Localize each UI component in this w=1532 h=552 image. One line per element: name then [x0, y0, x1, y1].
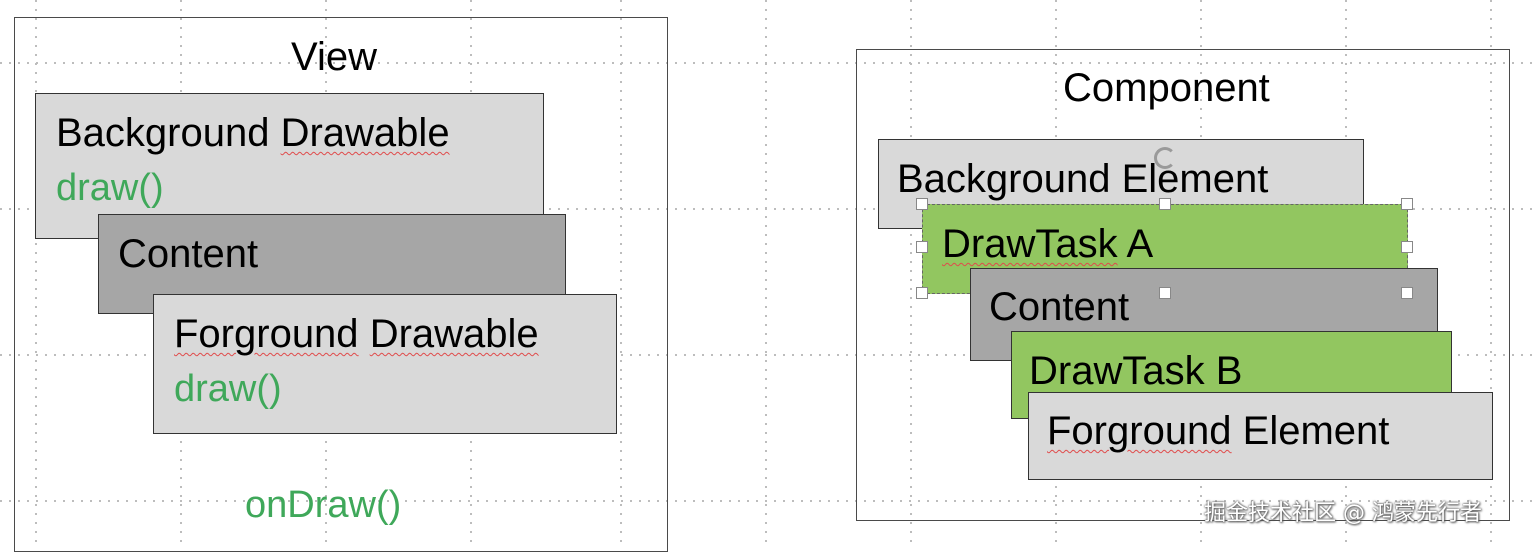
background-drawable-label: Background Drawable: [56, 113, 450, 153]
ondraw-method: onDraw(): [245, 484, 402, 526]
foreground-label-gap: [359, 312, 370, 356]
drawtask-b-label: DrawTask B: [1029, 349, 1243, 393]
guide-v-11: [1490, 0, 1492, 546]
foreground-element-label-word: Forground: [1047, 409, 1232, 453]
foreground-draw-method: draw(): [174, 368, 282, 410]
guide-v-6: [765, 0, 767, 546]
foreground-element-box[interactable]: [1028, 392, 1493, 480]
resize-handle-e[interactable]: [1401, 241, 1413, 253]
background-element-label: Background Element: [897, 159, 1268, 199]
component-frame[interactable]: [856, 49, 1510, 521]
watermark: 掘金技术社区 @ 鸿蒙先行者: [1204, 501, 1482, 526]
rotate-handle-icon[interactable]: [1154, 147, 1176, 169]
resize-handle-se[interactable]: [1401, 287, 1413, 299]
content-label: Content: [118, 232, 259, 276]
resize-handle-sw[interactable]: [916, 287, 928, 299]
background-element-label-text: Background: [897, 157, 1122, 201]
guide-v-7: [910, 0, 912, 546]
drawtask-a-label-suffix: A: [1117, 222, 1154, 266]
background-element-label-word: Element: [1121, 157, 1269, 201]
component-content-label: Content: [989, 285, 1130, 329]
guide-v-1: [35, 0, 37, 546]
drawtask-a-label-word: DrawTask: [942, 222, 1118, 266]
resize-handle-w[interactable]: [916, 241, 928, 253]
foreground-element-label: Forground Element: [1047, 411, 1389, 451]
background-drawable-label-word: Drawable: [280, 111, 450, 155]
foreground-drawable-label: Forground Drawable: [174, 314, 539, 354]
view-title: View: [291, 35, 377, 79]
guide-v-5: [620, 0, 622, 546]
resize-handle-ne[interactable]: [1401, 198, 1413, 210]
resize-handle-s[interactable]: [1159, 287, 1171, 299]
background-draw-method: draw(): [56, 167, 164, 209]
drawtask-a-label: DrawTask A: [942, 224, 1153, 264]
resize-handle-n[interactable]: [1159, 198, 1171, 210]
component-title: Component: [1063, 66, 1270, 110]
foreground-label-word1: Forground: [174, 312, 359, 356]
resize-handle-nw[interactable]: [916, 198, 928, 210]
foreground-element-label-suffix: Element: [1231, 409, 1390, 453]
foreground-drawable-box[interactable]: [153, 294, 617, 434]
foreground-label-word2: Drawable: [369, 312, 539, 356]
background-drawable-label-text: Background: [56, 111, 281, 155]
